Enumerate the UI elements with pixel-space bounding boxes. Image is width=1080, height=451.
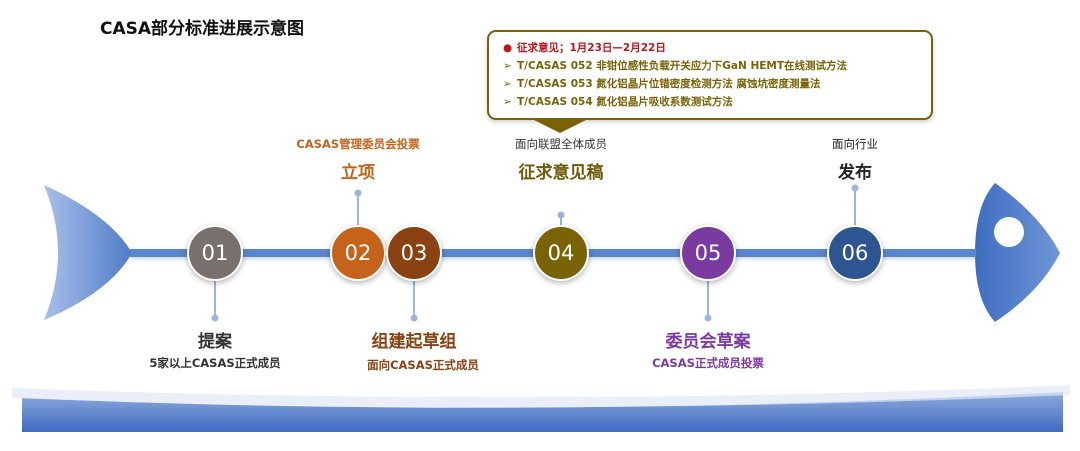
notice-item: ➢ T/CASAS 054 氮化铝晶片吸收系数测试方法 <box>503 94 733 109</box>
connector-line <box>854 188 856 228</box>
step-desc: CASAS管理委员会投票 <box>296 137 420 151</box>
notice-item-text: T/CASAS 052 非钳位感性负载开关应力下GaN HEMT在线测试方法 <box>517 60 848 72</box>
connector-dot <box>704 314 712 322</box>
connector-dot <box>557 211 565 219</box>
connector-line <box>357 194 359 228</box>
fish-tail <box>44 185 132 320</box>
connector-line <box>413 278 415 318</box>
connector-dot <box>851 184 859 192</box>
step-name: 立项 <box>341 163 375 183</box>
notice-item-text: T/CASAS 054 氮化铝晶片吸收系数测试方法 <box>517 96 733 108</box>
step-node-06: 06 <box>827 225 883 281</box>
step-name: 委员会草案 <box>665 332 751 352</box>
step-node-04: 04 <box>533 225 589 281</box>
notice-item-text: T/CASAS 053 氮化铝晶片位错密度检测方法 腐蚀坑密度测量法 <box>517 78 821 90</box>
step-node-05: 05 <box>680 225 736 281</box>
connector-line <box>707 278 709 318</box>
notice-pointer <box>530 118 590 133</box>
step-desc: 面向联盟全体成员 <box>515 137 607 151</box>
notice-header: ● 征求意见；1月23日—2月22日 <box>503 40 666 55</box>
connector-line <box>560 216 562 228</box>
step-desc: CASAS正式成员投票 <box>652 356 764 370</box>
arrow-bullet-icon: ➢ <box>503 60 512 72</box>
notice-header-text: 征求意见；1月23日—2月22日 <box>517 42 666 54</box>
step-name: 组建起草组 <box>371 332 457 352</box>
connector-line <box>214 278 216 318</box>
bullet-dot-icon: ● <box>503 42 513 54</box>
fish-head <box>975 183 1060 322</box>
arrow-bullet-icon: ➢ <box>503 96 512 108</box>
step-node-02: 02 <box>330 225 386 281</box>
connector-dot <box>211 314 219 322</box>
arrow-bullet-icon: ➢ <box>503 78 512 90</box>
step-node-01: 01 <box>187 225 243 281</box>
connector-dot <box>354 189 362 197</box>
step-desc: 5家以上CASAS正式成员 <box>149 356 281 370</box>
step-name: 提案 <box>198 332 232 352</box>
connector-dot <box>410 314 418 322</box>
comment-notice-box: ● 征求意见；1月23日—2月22日 ➢ T/CASAS 052 非钳位感性负载开关… <box>487 30 933 120</box>
step-name: 征求意见稿 <box>518 163 604 183</box>
notice-item: ➢ T/CASAS 053 氮化铝晶片位错密度检测方法 腐蚀坑密度测量法 <box>503 76 820 91</box>
step-desc: 面向行业 <box>832 137 878 151</box>
step-node-03: 03 <box>386 225 442 281</box>
page-title: CASA部分标准进展示意图 <box>100 19 305 39</box>
step-name: 发布 <box>838 163 872 183</box>
bottom-wave-band <box>22 392 1063 432</box>
step-desc: 面向CASAS正式成员 <box>367 358 479 372</box>
notice-item: ➢ T/CASAS 052 非钳位感性负载开关应力下GaN HEMT在线测试方法 <box>503 58 847 73</box>
fish-eye <box>994 217 1024 247</box>
